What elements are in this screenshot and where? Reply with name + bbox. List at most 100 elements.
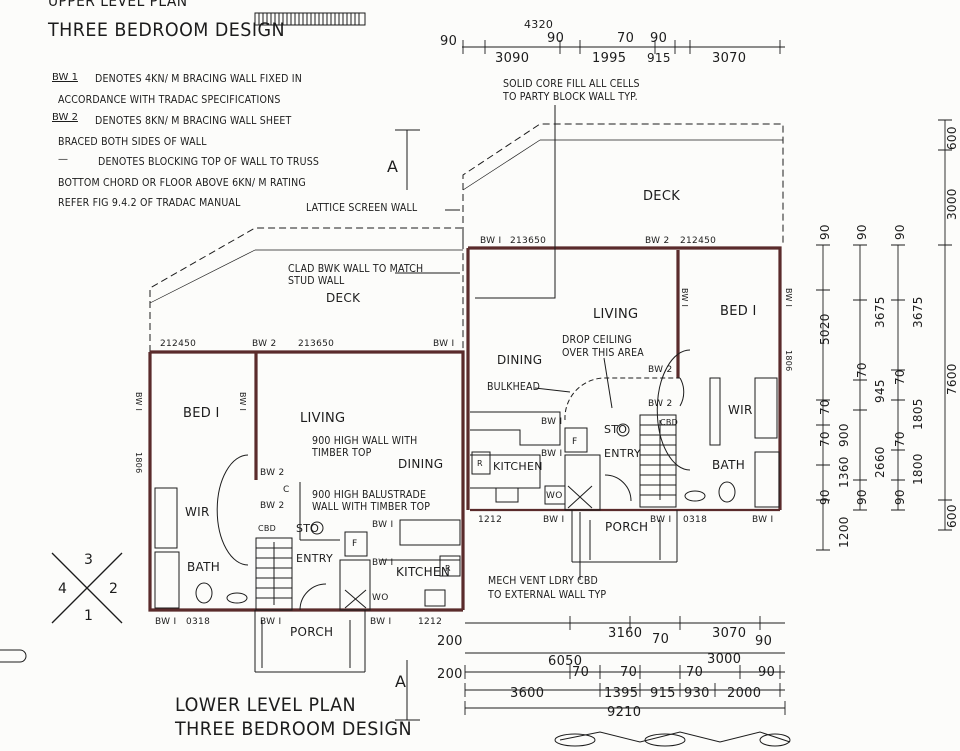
note-drop-ceiling: DROP CEILING bbox=[562, 334, 632, 346]
dim-bottom-70-a: 70 bbox=[652, 632, 669, 647]
lower-title-2: THREE BEDROOM DESIGN bbox=[175, 718, 412, 740]
tag-bw1-upper-bottom-3: BW I bbox=[752, 515, 773, 525]
room-entry-right: ENTRY bbox=[604, 447, 641, 460]
dim-top-1995: 1995 bbox=[592, 51, 626, 66]
dim-top-915: 915 bbox=[647, 51, 671, 65]
dim-right-c1-70a: 70 bbox=[818, 399, 832, 415]
note-solid-core: SOLID CORE FILL ALL CELLS bbox=[503, 78, 640, 90]
dim-right-c2-2660: 2660 bbox=[873, 446, 887, 478]
section-a-upper: A bbox=[387, 157, 398, 176]
dim-bottom-3600: 3600 bbox=[510, 686, 544, 701]
room-f-left: F bbox=[352, 539, 357, 549]
room-r-left: R bbox=[445, 564, 451, 573]
dim-right-c2-70: 70 bbox=[855, 362, 869, 378]
dim-right-c3-90: 90 bbox=[893, 224, 907, 240]
deck-outline-upper bbox=[462, 123, 784, 245]
note-wall900-2: TIMBER TOP bbox=[312, 447, 372, 459]
dim-right-c1-90b: 90 bbox=[818, 489, 832, 505]
legend-line-5: DENOTES BLOCKING TOP OF WALL TO TRUSS bbox=[98, 156, 320, 168]
dim-top-70: 70 bbox=[617, 31, 634, 46]
tag-0318-upper: 0318 bbox=[683, 515, 707, 525]
note-wall900: 900 HIGH WALL WITH bbox=[312, 435, 418, 447]
dim-right-c2-90b: 90 bbox=[855, 489, 869, 505]
legend-line-3: DENOTES 8KN/ M BRACING WALL SHEET bbox=[95, 115, 292, 127]
tag-bw1-lower-west: BW I bbox=[134, 392, 143, 411]
dim-right-c3-3675: 3675 bbox=[911, 296, 925, 328]
dim-right-c2-945: 945 bbox=[873, 379, 887, 403]
tag-bw1-upper-bottom-2: BW I bbox=[650, 515, 671, 525]
dim-right-c3-1800: 1800 bbox=[911, 453, 925, 485]
dim-right-c4-600a: 600 bbox=[945, 126, 959, 150]
room-sto-right: STO bbox=[604, 423, 627, 436]
compass-1: 1 bbox=[84, 608, 93, 624]
note-balustrade-2: WALL WITH TIMBER TOP bbox=[312, 501, 431, 513]
compass-2: 2 bbox=[109, 581, 118, 597]
tag-0318-lower: 0318 bbox=[186, 617, 210, 627]
dim-right-c2-90: 90 bbox=[855, 224, 869, 240]
room-bath-left: BATH bbox=[187, 560, 220, 574]
dim-right-c1-1200: 1200 bbox=[837, 516, 851, 548]
dim-bottom-915: 915 bbox=[650, 686, 676, 701]
dim-bottom-6050: 6050 bbox=[548, 654, 582, 669]
note-mech-2: TO EXTERNAL WALL TYP bbox=[488, 589, 607, 601]
partial-detail-bottom bbox=[554, 731, 791, 747]
dim-right-c3-90b: 90 bbox=[893, 489, 907, 505]
room-r-right: R bbox=[477, 459, 483, 468]
tag-bw1-upper-bottom-1: BW I bbox=[543, 515, 564, 525]
dim-right-c1-70b: 70 bbox=[818, 431, 832, 447]
tag-bw2-upper: BW 2 bbox=[645, 236, 670, 246]
compass-3: 3 bbox=[84, 552, 93, 568]
room-porch-left: PORCH bbox=[290, 625, 333, 639]
compass-4: 4 bbox=[58, 581, 67, 597]
dim-top-90-b: 90 bbox=[547, 31, 564, 46]
tag-213650-upper: 213650 bbox=[510, 236, 546, 246]
room-wo-right: WO bbox=[546, 491, 563, 501]
dim-bottom-3070: 3070 bbox=[712, 626, 746, 641]
tag-bw1-lower-top: BW I bbox=[433, 339, 454, 349]
room-bath-right: BATH bbox=[712, 458, 745, 472]
upper-title-partial: UPPER LEVEL PLAN bbox=[48, 0, 188, 10]
dim-right-c4-600b: 600 bbox=[945, 504, 959, 528]
section-a-lower: A bbox=[395, 672, 406, 691]
room-bed1-left: BED I bbox=[183, 406, 220, 421]
section-a-marks bbox=[395, 129, 420, 721]
dim-right-c1-90: 90 bbox=[818, 224, 832, 240]
note-mech: MECH VENT LDRY CBD bbox=[488, 575, 598, 587]
tag-1806-upper: 1806 bbox=[784, 350, 793, 372]
note-balustrade: 900 HIGH BALUSTRADE bbox=[312, 489, 427, 501]
upper-title: THREE BEDROOM DESIGN bbox=[48, 19, 285, 41]
tag-bw1-upper-vertical: BW I bbox=[680, 288, 689, 307]
tag-212450-lower: 212450 bbox=[160, 339, 196, 349]
dim-right-c2-3675: 3675 bbox=[873, 296, 887, 328]
room-c-left: C bbox=[283, 485, 290, 495]
note-clad-2: STUD WALL bbox=[288, 275, 345, 287]
room-kitchen-left: KITCHEN bbox=[396, 565, 450, 579]
note-lattice: LATTICE SCREEN WALL bbox=[306, 202, 418, 214]
tag-bw1-lower-vertical: BW I bbox=[238, 392, 247, 411]
dim-right-c3-70a: 70 bbox=[893, 369, 907, 385]
dim-right-c1-900: 900 bbox=[837, 423, 851, 447]
dim-top-90-c: 90 bbox=[650, 31, 667, 46]
legend-line-6: BOTTOM CHORD OR FLOOR ABOVE 6KN/ M RATIN… bbox=[58, 177, 306, 189]
dim-bottom-1395: 1395 bbox=[604, 686, 638, 701]
legend-key-bw1: BW 1 bbox=[52, 72, 78, 83]
legend-line-1: DENOTES 4KN/ M BRACING WALL FIXED IN bbox=[95, 73, 302, 85]
room-dining-right: DINING bbox=[497, 353, 542, 367]
room-entry-left: ENTRY bbox=[296, 552, 333, 565]
tag-bw1-upper-entry: BW I bbox=[541, 449, 562, 459]
dim-bottom-90-b: 90 bbox=[758, 665, 775, 680]
room-living-right: LIVING bbox=[593, 307, 638, 322]
dim-right-c3-1805: 1805 bbox=[911, 398, 925, 430]
lower-unit-internals bbox=[154, 454, 461, 673]
dim-bottom-3160: 3160 bbox=[608, 626, 642, 641]
room-deck-upper: DECK bbox=[643, 189, 680, 204]
room-dining-left: DINING bbox=[398, 457, 443, 471]
legend-key-blocking: — bbox=[58, 154, 68, 165]
tag-1212-upper: 1212 bbox=[478, 515, 502, 525]
tag-bw2-lower-mid-2: BW 2 bbox=[260, 501, 285, 511]
upper-unit-internals bbox=[470, 349, 780, 563]
tag-1806-lower: 1806 bbox=[134, 452, 143, 474]
dim-top-3090: 3090 bbox=[495, 51, 529, 66]
tag-bw1-lower-entry: BW I bbox=[372, 520, 393, 530]
